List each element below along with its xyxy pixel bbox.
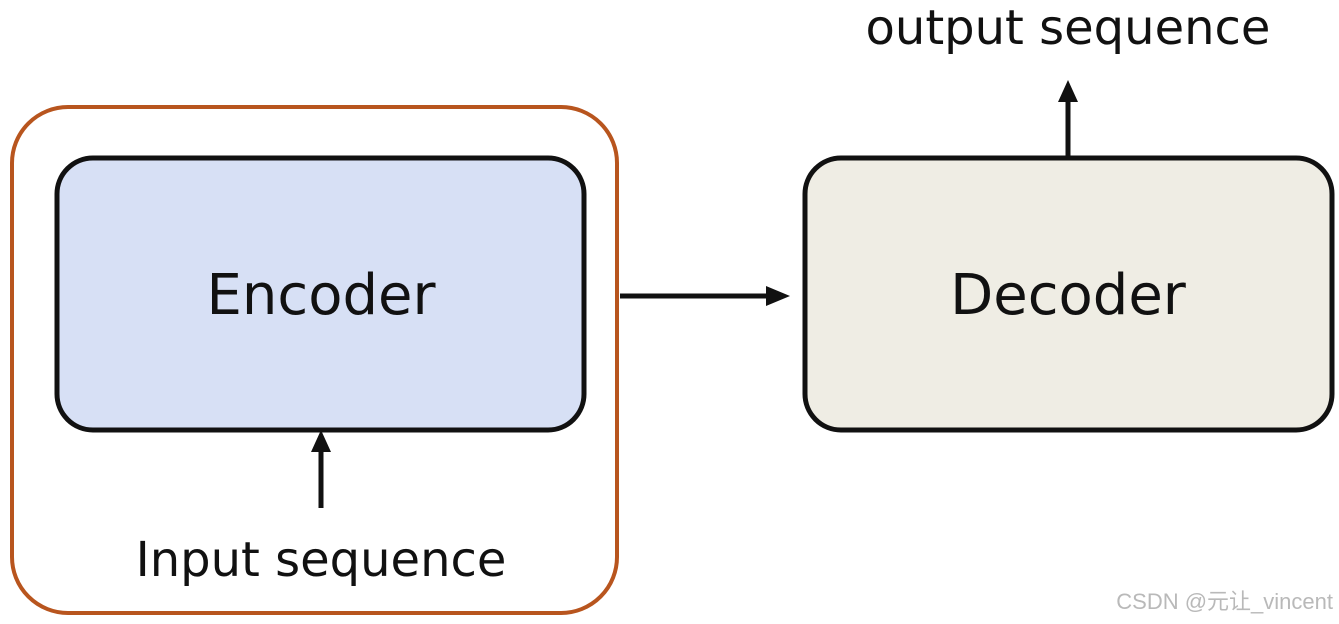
encoder-box: [54, 155, 587, 433]
output-arrow: [1058, 80, 1078, 156]
encoder-highlight-frame: [10, 105, 619, 615]
encoder-label: Encoder: [206, 263, 436, 328]
output-sequence-label: output sequence: [865, 0, 1271, 56]
decoder-box: [802, 155, 1335, 433]
encoder-to-decoder-arrow: [620, 286, 790, 306]
watermark: CSDN @元让_vincent: [1116, 589, 1333, 614]
input-arrow: [311, 430, 331, 508]
decoder-label: Decoder: [950, 263, 1186, 328]
input-sequence-label: Input sequence: [135, 532, 507, 588]
